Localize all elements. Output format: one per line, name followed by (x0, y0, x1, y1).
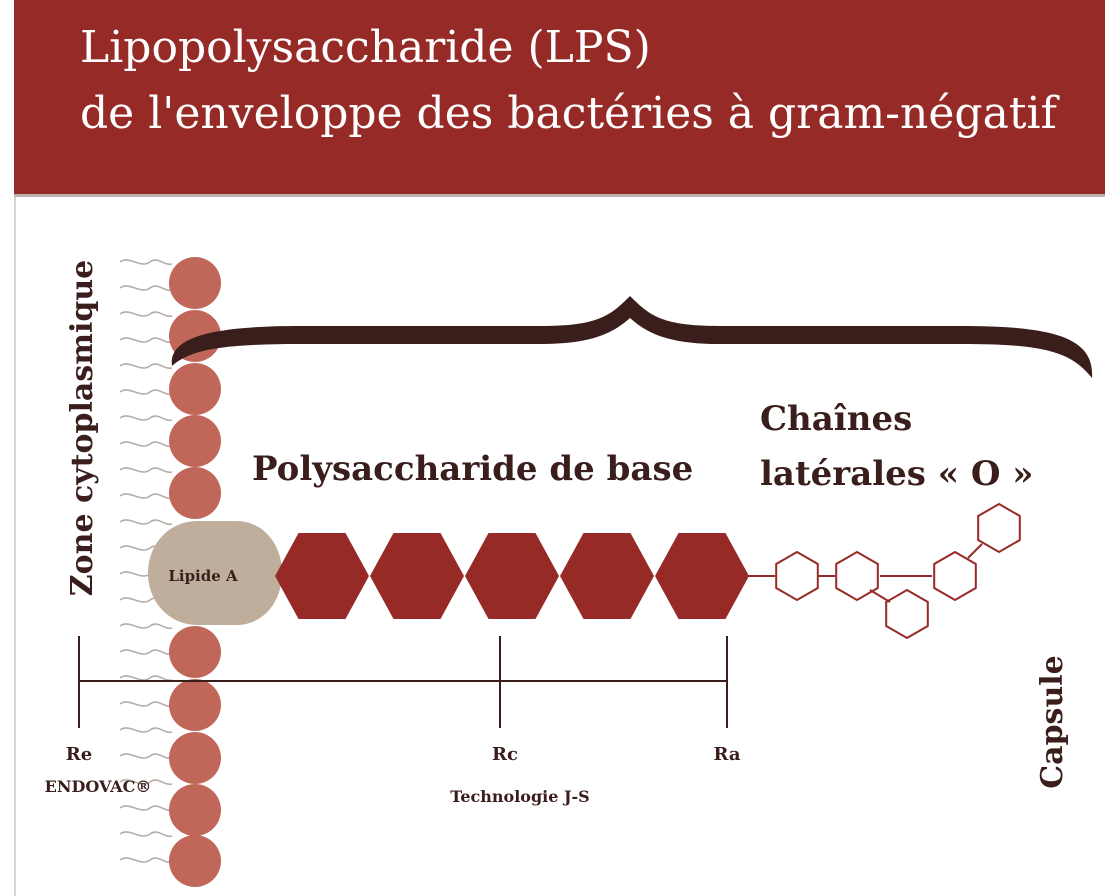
lipid-tail (119, 311, 173, 318)
endovac-label: ENDOVAC® (45, 777, 152, 796)
chain-hexagon (933, 550, 977, 602)
lipid-tail (119, 415, 173, 422)
core-label: Polysaccharide de base (252, 449, 693, 489)
curly-brace (171, 296, 1093, 378)
title-line-2: de l'enveloppe des bactéries à gram-néga… (80, 88, 1057, 139)
membrane-sphere (169, 679, 221, 731)
o-side-chain (745, 502, 1021, 640)
membrane-sphere (169, 835, 221, 887)
lipid-tail (119, 519, 173, 526)
lipid-tail (119, 259, 173, 266)
lipid-tail (119, 285, 173, 292)
membrane-sphere (169, 415, 221, 467)
re-label: Re (66, 744, 92, 765)
lipid-tail (119, 805, 173, 812)
chain-hexagon (885, 588, 929, 640)
lipid-tail (119, 649, 173, 656)
lipid-tail (119, 337, 173, 344)
core-hexagon (655, 533, 749, 619)
chain-bond (967, 543, 983, 559)
lipid-tail (119, 779, 173, 786)
chain-hexagon (775, 550, 819, 602)
technologie-label: Technologie J-S (450, 787, 589, 806)
core-hexagon (275, 533, 369, 619)
lipid-tail (119, 389, 173, 396)
chains-label-line2: latérales « O » (760, 454, 1034, 494)
membrane-sphere (169, 257, 221, 309)
membrane-sphere (169, 626, 221, 678)
lipid-tail (119, 727, 173, 734)
lipid-tail (119, 857, 173, 864)
lipid-a-blob (148, 521, 282, 625)
lipid-tail (119, 831, 173, 838)
title-line-1: Lipopolysaccharide (LPS) (80, 22, 651, 73)
ra-label: Ra (713, 744, 740, 765)
membrane-sphere (169, 732, 221, 784)
lipid-a-label: Lipide A (168, 567, 238, 585)
membrane-spheres (169, 257, 221, 887)
left-divider (14, 197, 16, 896)
core-hexagon (370, 533, 464, 619)
title-banner: Lipopolysaccharide (LPS) de l'enveloppe … (14, 0, 1105, 197)
membrane-sphere (169, 467, 221, 519)
lipid-tail (119, 363, 173, 370)
chains-label-line1: Chaînes (760, 399, 912, 439)
lipid-tail (119, 493, 173, 500)
lipid-tail (119, 467, 173, 474)
capsule-label: Capsule (1035, 655, 1070, 788)
zone-cytoplasmique-label: Zone cytoplasmique (65, 260, 100, 597)
membrane-sphere (169, 784, 221, 836)
rc-label: Rc (492, 744, 518, 765)
chain-bond (869, 589, 891, 603)
lipid-tails (119, 259, 173, 864)
core-polysaccharide-hexagons (275, 533, 749, 619)
lipid-tail (119, 701, 173, 708)
lipid-tail (119, 675, 173, 682)
core-hexagon (465, 533, 559, 619)
lipid-tail (119, 623, 173, 630)
lipid-tail (119, 753, 173, 760)
membrane-sphere (169, 363, 221, 415)
core-hexagon (560, 533, 654, 619)
chain-hexagon (977, 502, 1021, 554)
chain-hexagon (835, 550, 879, 602)
lipid-tail (119, 441, 173, 448)
scale-bar (78, 636, 728, 728)
